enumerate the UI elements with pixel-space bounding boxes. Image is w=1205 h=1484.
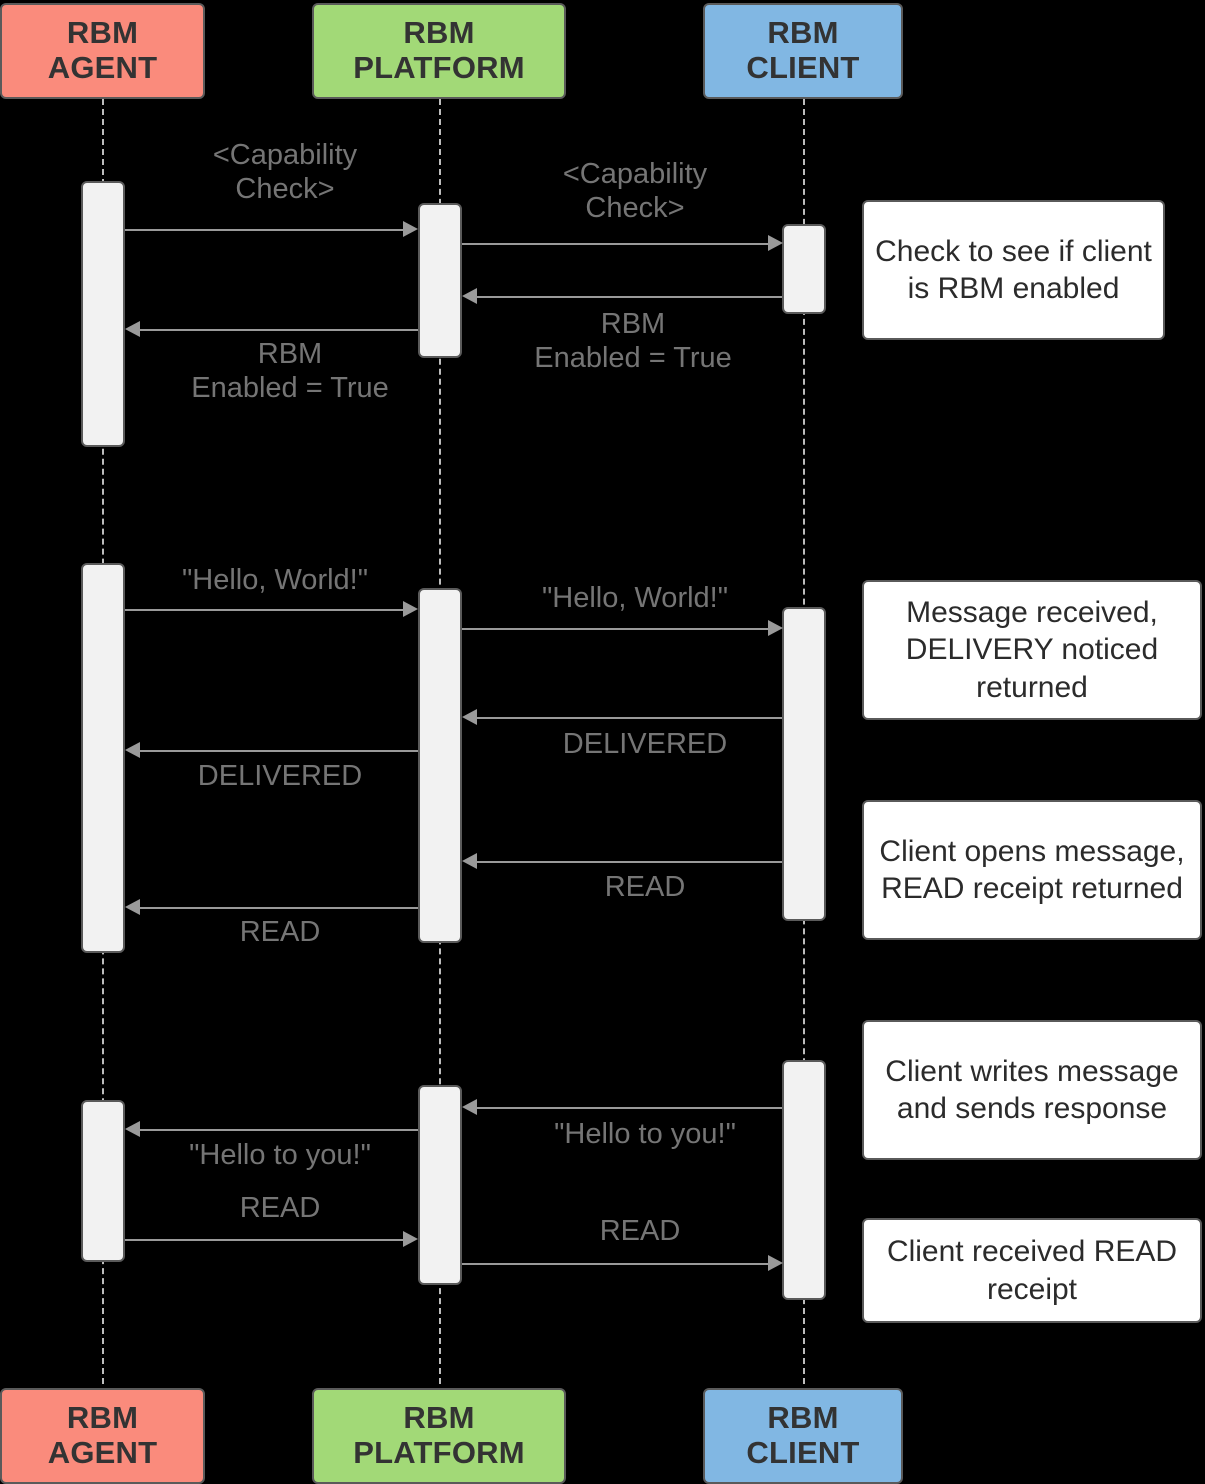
participant-footer-platform[interactable]: RBM PLATFORM [312,1388,566,1484]
message-line-m11 [477,1107,782,1109]
activation-agent-1 [81,181,125,447]
message-arrowhead-m3 [462,288,477,304]
participant-header-agent[interactable]: RBM AGENT [0,3,205,99]
message-arrowhead-m12 [125,1121,140,1137]
message-line-m3 [477,296,782,298]
participant-header-platform-line2: PLATFORM [353,50,525,85]
message-label-m3: RBM Enabled = True [534,308,732,375]
message-line-m1 [125,229,403,231]
message-arrowhead-m2 [768,235,783,251]
note-capability-check: Check to see if client is RBM enabled [862,200,1165,340]
message-arrowhead-m4 [125,321,140,337]
activation-client-3 [782,1060,826,1300]
message-label-m2: <Capability Check> [562,158,708,225]
note-client-opens-message: Client opens message, READ receipt retur… [862,800,1202,940]
participant-header-client-line2: CLIENT [746,50,860,85]
message-label-m12: "Hello to you!" [189,1139,371,1171]
message-arrowhead-m5 [403,601,418,617]
message-label-m9: READ [604,871,686,903]
participant-header-client-line1: RBM [767,15,839,51]
activation-client-1 [782,224,826,314]
message-line-m12 [140,1129,418,1131]
message-label-m7: DELIVERED [562,728,728,760]
message-label-m5: "Hello, World!" [181,564,369,596]
message-arrowhead-m6 [768,620,783,636]
note-client-received-read: Client received READ receipt [862,1218,1202,1323]
message-arrowhead-m8 [125,742,140,758]
message-label-m1: <Capability Check> [212,139,358,206]
participant-header-agent-line2: AGENT [47,50,158,85]
participant-header-platform[interactable]: RBM PLATFORM [312,3,566,99]
message-label-m11: "Hello to you!" [554,1118,736,1150]
message-arrowhead-m10 [125,899,140,915]
message-label-m14: READ [599,1215,681,1247]
participant-footer-client-line1: RBM [767,1400,839,1436]
note-client-writes-message: Client writes message and sends response [862,1020,1202,1160]
participant-footer-client[interactable]: RBM CLIENT [703,1388,903,1484]
participant-footer-agent-line2: AGENT [47,1435,158,1470]
message-arrowhead-m11 [462,1099,477,1115]
participant-header-client[interactable]: RBM CLIENT [703,3,903,99]
message-line-m5 [125,609,403,611]
participant-footer-agent-line1: RBM [66,1400,139,1436]
note-message-received: Message received, DELIVERY noticed retur… [862,580,1202,720]
participant-footer-client-line2: CLIENT [746,1435,860,1470]
activation-agent-2 [81,563,125,953]
message-arrowhead-m13 [403,1231,418,1247]
participant-footer-agent[interactable]: RBM AGENT [0,1388,205,1484]
message-line-m8 [140,750,418,752]
message-line-m9 [477,861,782,863]
message-label-m6: "Hello, World!" [541,582,729,614]
activation-client-2 [782,607,826,921]
participant-footer-platform-line1: RBM [403,1400,475,1436]
message-arrowhead-m14 [768,1255,783,1271]
message-line-m6 [462,628,768,630]
activation-agent-3 [81,1100,125,1262]
activation-platform-1 [418,203,462,358]
message-line-m14 [462,1263,768,1265]
activation-platform-2 [418,588,462,943]
message-arrowhead-m7 [462,709,477,725]
message-label-m8: DELIVERED [197,760,363,792]
message-line-m7 [477,717,782,719]
message-label-m10: READ [239,916,321,948]
participant-footer-platform-line2: PLATFORM [353,1435,525,1470]
message-arrowhead-m1 [403,221,418,237]
message-line-m10 [140,907,418,909]
participant-header-platform-line1: RBM [403,15,475,51]
message-line-m2 [462,243,768,245]
participant-header-agent-line1: RBM [66,15,139,51]
activation-platform-3 [418,1085,462,1285]
message-line-m4 [140,329,418,331]
message-label-m13: READ [239,1192,321,1224]
message-line-m13 [125,1239,403,1241]
message-arrowhead-m9 [462,853,477,869]
message-label-m4: RBM Enabled = True [191,338,389,405]
